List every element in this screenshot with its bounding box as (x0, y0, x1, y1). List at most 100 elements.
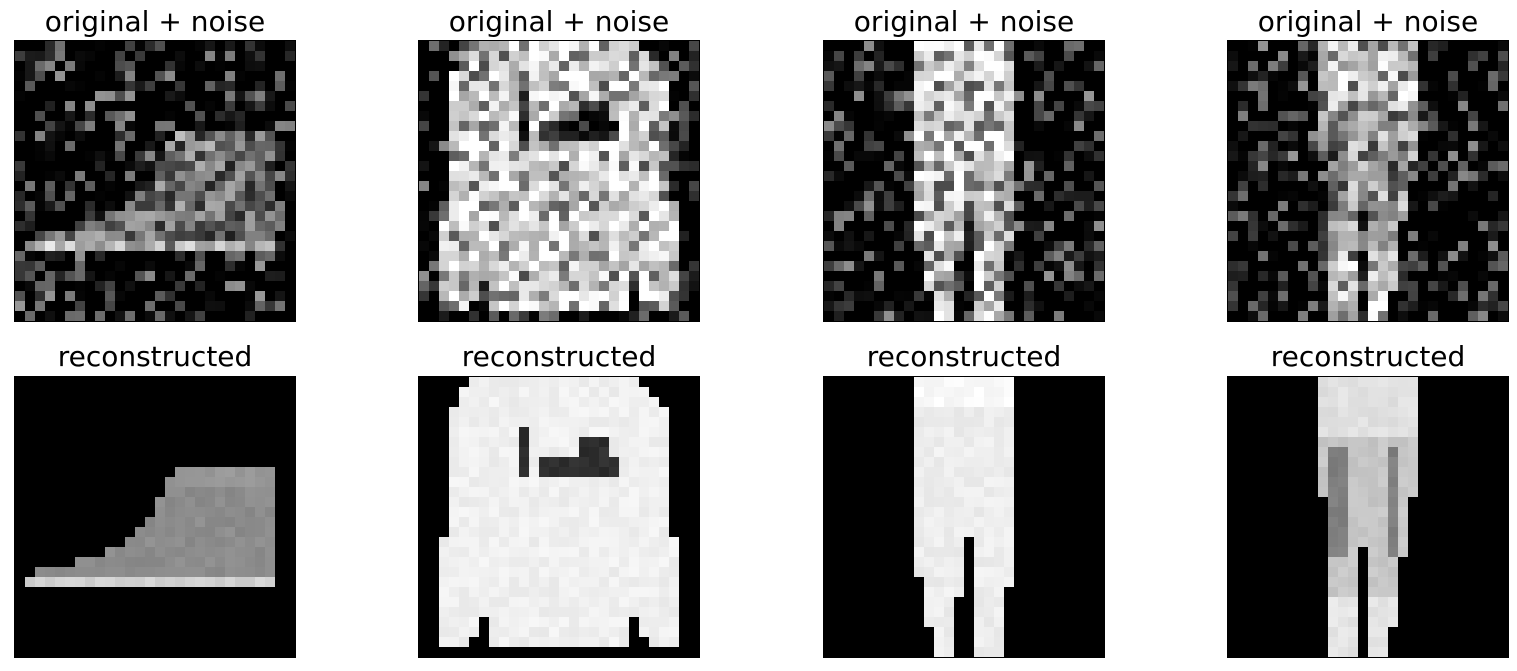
pixel-cell (599, 151, 610, 162)
pixel-cell (1378, 51, 1389, 62)
pixel-cell (539, 201, 550, 212)
pixel-cell (1024, 311, 1035, 321)
pixel-cell (579, 191, 590, 202)
pixel-cell (629, 41, 640, 52)
pixel-cell (489, 71, 500, 82)
pixel-cell (1378, 111, 1389, 122)
pixel-cell (1228, 261, 1239, 272)
pixel-cell (954, 447, 965, 458)
pixel-cell (469, 577, 480, 588)
pixel-cell (834, 261, 845, 272)
pixel-cell (579, 161, 590, 172)
pixel-cell (255, 191, 266, 202)
pixel-cell (155, 231, 166, 242)
pixel-cell (649, 627, 660, 638)
pixel-cell (205, 191, 216, 202)
pixel-cell (964, 131, 975, 142)
pixel-cell (1318, 231, 1329, 242)
pixel-cell (1358, 231, 1369, 242)
pixel-cell (1258, 41, 1269, 52)
pixel-cell (185, 221, 196, 232)
pixel-cell (1368, 557, 1379, 568)
pixel-cell (175, 467, 186, 478)
pixel-cell (559, 71, 570, 82)
pixel-cell (1378, 457, 1389, 468)
pixel-cell (1004, 567, 1015, 578)
pixel-cell (934, 417, 945, 428)
pixel-cell (1458, 101, 1469, 112)
pixel-cell (934, 567, 945, 578)
pixel-cell (35, 281, 46, 292)
pixel-cell (469, 447, 480, 458)
pixel-cell (519, 71, 530, 82)
pixel-cell (834, 51, 845, 62)
pixel-cell (1034, 41, 1045, 52)
pixel-cell (529, 211, 540, 222)
pixel-cell (519, 427, 530, 438)
pixel-cell (579, 81, 590, 92)
pixel-cell (145, 517, 156, 528)
pixel-cell (55, 231, 66, 242)
pixel-cell (599, 91, 610, 102)
pixel-cell (85, 567, 96, 578)
pixel-cell (489, 311, 500, 321)
pixel-cell (205, 291, 216, 302)
pixel-cell (974, 597, 985, 608)
pixel-cell (529, 201, 540, 212)
pixel-cell (974, 457, 985, 468)
pixel-cell (894, 171, 905, 182)
pixel-cell (1468, 301, 1479, 312)
pixel-cell (649, 597, 660, 608)
pixel-cell (195, 161, 206, 172)
pixel-cell (55, 251, 66, 262)
pixel-cell (449, 281, 460, 292)
pixel-cell (994, 241, 1005, 252)
pixel-cell (1408, 81, 1419, 92)
pixel-cell (459, 181, 470, 192)
pixel-cell (489, 637, 500, 648)
pixel-cell (459, 577, 470, 588)
pixel-cell (1398, 417, 1409, 428)
pixel-cell (639, 607, 650, 618)
pixel-cell (579, 537, 590, 548)
pixel-cell (25, 271, 36, 282)
pixel-cell (1328, 497, 1339, 508)
pixel-cell (944, 527, 955, 538)
pixel-cell (75, 311, 86, 321)
pixel-cell (469, 537, 480, 548)
pixel-cell (1358, 71, 1369, 82)
pixel-cell (934, 637, 945, 648)
pixel-cell (639, 487, 650, 498)
pixel-cell (1328, 111, 1339, 122)
pixel-cell (559, 387, 570, 398)
pixel-cell (1004, 407, 1015, 418)
pixel-cell (479, 131, 490, 142)
pixel-cell (579, 311, 590, 321)
pixel-cell (559, 101, 570, 112)
pixel-cell (235, 467, 246, 478)
pixel-cell (924, 537, 935, 548)
pixel-cell (679, 101, 690, 112)
pixel-cell (529, 191, 540, 202)
pixel-cell (1388, 567, 1399, 578)
pixel-cell (944, 51, 955, 62)
pixel-cell (954, 387, 965, 398)
pixel-cell (964, 387, 975, 398)
pixel-cell (1478, 311, 1489, 321)
pixel-cell (499, 71, 510, 82)
pixel-cell (215, 191, 226, 202)
pixel-cell (539, 537, 550, 548)
pixel-cell (649, 527, 660, 538)
pixel-cell (1084, 91, 1095, 102)
pixel-cell (649, 61, 660, 72)
pixel-cell (1258, 311, 1269, 321)
pixel-cell (1398, 101, 1409, 112)
pixel-cell (529, 457, 540, 468)
pixel-cell (145, 41, 156, 52)
pixel-cell (854, 81, 865, 92)
pixel-cell (649, 161, 660, 172)
pixel-cell (914, 457, 925, 468)
pixel-cell (1094, 261, 1104, 272)
pixel-cell (599, 161, 610, 172)
pixel-cell (1248, 221, 1259, 232)
